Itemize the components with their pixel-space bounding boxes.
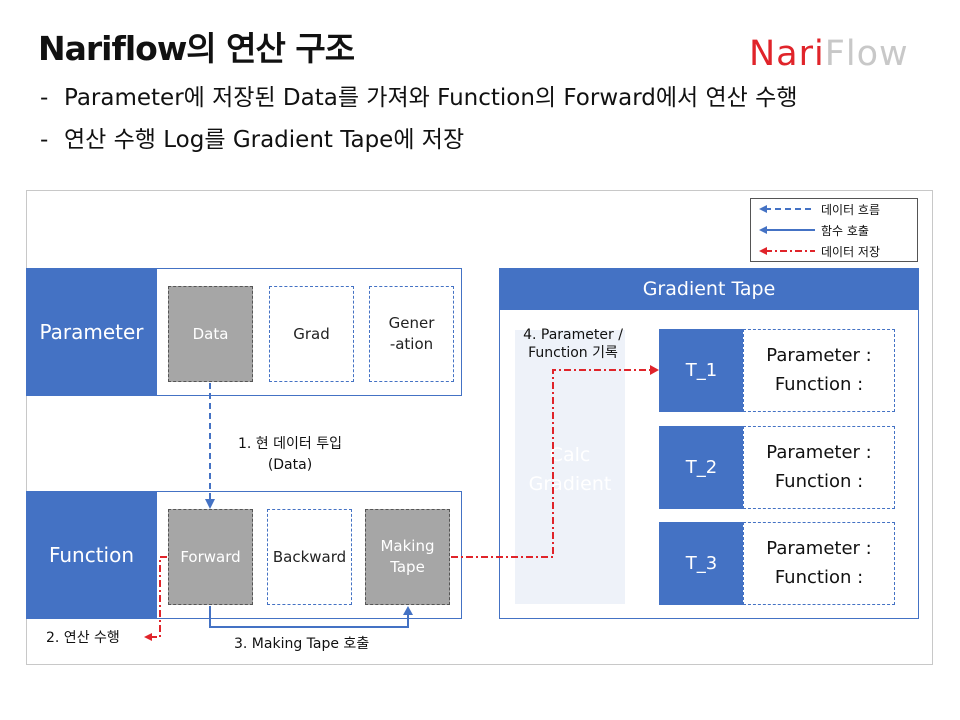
tape-t2-name: T_2 (659, 426, 744, 509)
step4-label: 4. Parameter / Function 기록 (523, 327, 623, 362)
tape-t2-desc: Parameter :Function : (743, 426, 895, 509)
diagram-frame (26, 190, 933, 665)
arrow-data-to-forward (205, 383, 215, 509)
step3-label: 3. Making Tape 호출 (234, 636, 370, 652)
function-backward-cell: Backward (267, 509, 352, 605)
legend-item-function-call: 함수 호출 (751, 221, 919, 239)
legend-item-data-store: 데이터 저장 (751, 242, 919, 260)
function-forward-cell: Forward (168, 509, 253, 605)
nariflow-logo: NariFlow (749, 34, 909, 74)
parameter-grad-cell: Grad (269, 286, 354, 382)
step2-label: 2. 연산 수행 (46, 630, 120, 646)
bullet-1: -Parameter에 저장된 Data를 가져와 Function의 Forw… (40, 85, 798, 111)
tape-t1-desc: Parameter :Function : (743, 329, 895, 412)
bullet-2: -연산 수행 Log를 Gradient Tape에 저장 (40, 127, 465, 153)
calc-gradient-block (515, 330, 625, 604)
tape-t3-name: T_3 (659, 522, 744, 605)
function-making-tape-cell: Making Tape (365, 509, 450, 605)
legend-item-data-flow: 데이터 흐름 (751, 200, 919, 218)
parameter-generation-cell: Gener -ation (369, 286, 454, 382)
calc-gradient-label: Calc Gradient (528, 444, 612, 495)
legend: 데이터 흐름 함수 호출 데이터 저장 (750, 198, 918, 262)
arrow-forward-to-compute (144, 556, 167, 641)
tape-t1-name: T_1 (659, 329, 744, 412)
parameter-label: Parameter (26, 268, 157, 396)
tape-t3-desc: Parameter :Function : (743, 522, 895, 605)
parameter-data-cell: Data (168, 286, 253, 382)
function-label: Function (26, 491, 157, 619)
page-title: Nariflow의 연산 구조 (38, 29, 355, 68)
step1-label: 1. 현 데이터 투입 (Data) (238, 436, 342, 473)
arrow-making-tape-to-t1 (451, 365, 659, 558)
arrow-forward-to-making-tape (209, 606, 413, 628)
gradient-tape-header: Gradient Tape (499, 268, 919, 310)
